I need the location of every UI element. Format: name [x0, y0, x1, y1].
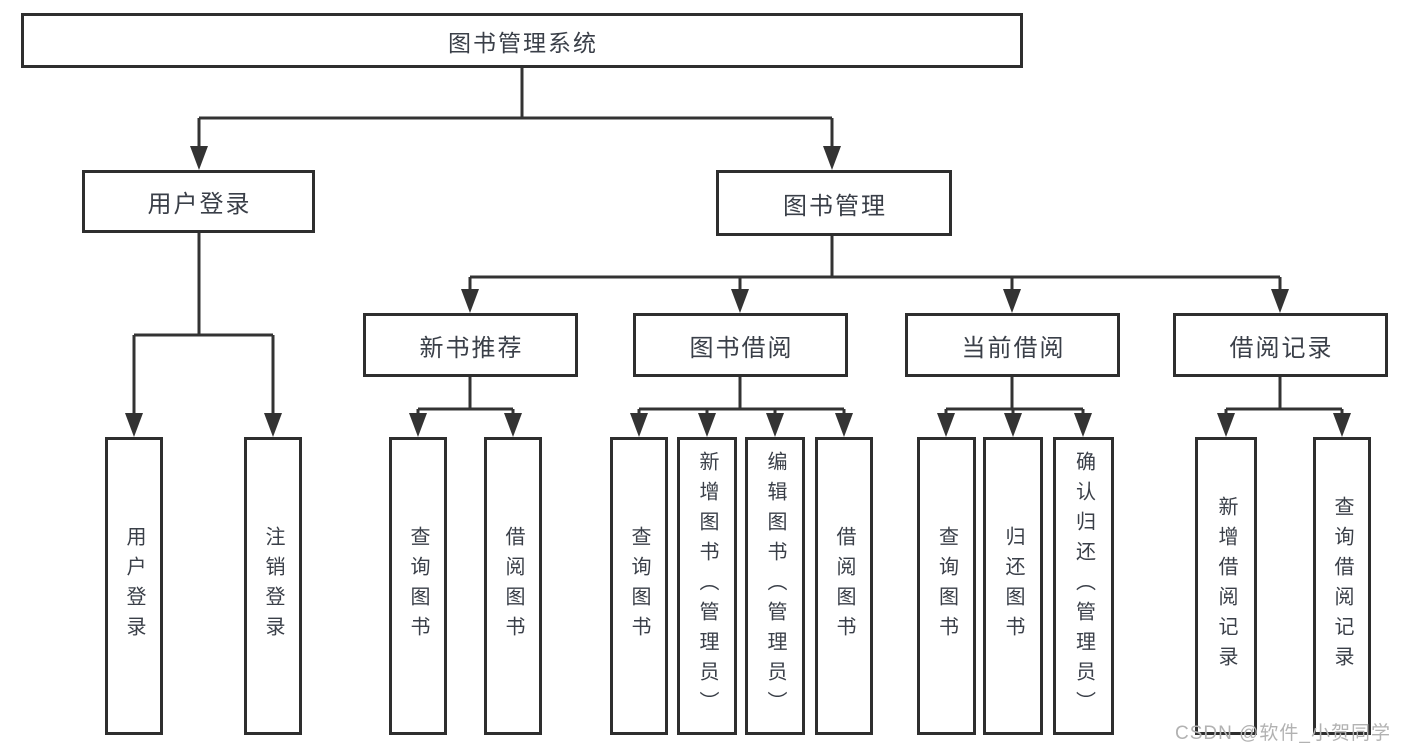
leaf-query-books-2-label: 查询图书 — [628, 526, 650, 646]
leaf-query-books-3-label: 查询图书 — [935, 526, 958, 646]
leaf-borrow-books-2: 借阅图书 — [815, 437, 873, 735]
csdn-watermark: CSDN @软件_小贺同学 — [1175, 723, 1391, 744]
node-book-borrow: 图书借阅 — [633, 313, 848, 377]
node-current-borrow: 当前借阅 — [905, 313, 1120, 377]
leaf-return-book-label: 归还图书 — [1002, 526, 1024, 646]
node-new-book-recommend-label: 新书推荐 — [419, 334, 524, 362]
leaf-add-book-admin: 新增图书（管理员） — [677, 437, 737, 735]
leaf-add-borrow-record-label: 新增借阅记录 — [1215, 496, 1237, 676]
node-root-label: 图书管理系统 — [448, 29, 598, 56]
leaf-query-books-1-label: 查询图书 — [407, 526, 429, 646]
leaf-user-login-label: 用户登录 — [123, 526, 145, 646]
node-root: 图书管理系统 — [21, 13, 1023, 68]
leaf-query-books-1: 查询图书 — [389, 437, 447, 735]
leaf-query-borrow-record-label: 查询借阅记录 — [1331, 496, 1353, 676]
leaf-query-borrow-record: 查询借阅记录 — [1313, 437, 1371, 735]
node-book-management: 图书管理 — [716, 170, 952, 236]
node-book-management-label: 图书管理 — [783, 192, 887, 220]
leaf-user-login: 用户登录 — [105, 437, 163, 735]
leaf-return-book: 归还图书 — [983, 437, 1043, 735]
node-current-borrow-label: 当前借阅 — [961, 334, 1066, 362]
leaf-logout: 注销登录 — [244, 437, 302, 735]
leaf-edit-book-admin: 编辑图书（管理员） — [745, 437, 805, 735]
leaf-borrow-books-2-label: 借阅图书 — [833, 526, 855, 646]
node-user-login: 用户登录 — [82, 170, 315, 233]
leaf-confirm-return-admin: 确认归还（管理员） — [1053, 437, 1114, 735]
leaf-confirm-return-admin-label: 确认归还（管理员） — [1072, 451, 1095, 721]
leaf-add-borrow-record: 新增借阅记录 — [1195, 437, 1257, 735]
node-borrow-records: 借阅记录 — [1173, 313, 1388, 377]
node-new-book-recommend: 新书推荐 — [363, 313, 578, 377]
leaf-edit-book-admin-label: 编辑图书（管理员） — [764, 451, 786, 721]
leaf-borrow-books-1-label: 借阅图书 — [502, 526, 524, 646]
leaf-add-book-admin-label: 新增图书（管理员） — [696, 451, 718, 721]
leaf-query-books-2: 查询图书 — [610, 437, 668, 735]
node-user-login-label: 用户登录 — [147, 191, 252, 218]
leaf-query-books-3: 查询图书 — [917, 437, 976, 735]
node-book-borrow-label: 图书借阅 — [689, 334, 794, 362]
leaf-borrow-books-1: 借阅图书 — [484, 437, 542, 735]
leaf-logout-label: 注销登录 — [262, 526, 284, 646]
node-borrow-records-label: 借阅记录 — [1229, 334, 1334, 362]
